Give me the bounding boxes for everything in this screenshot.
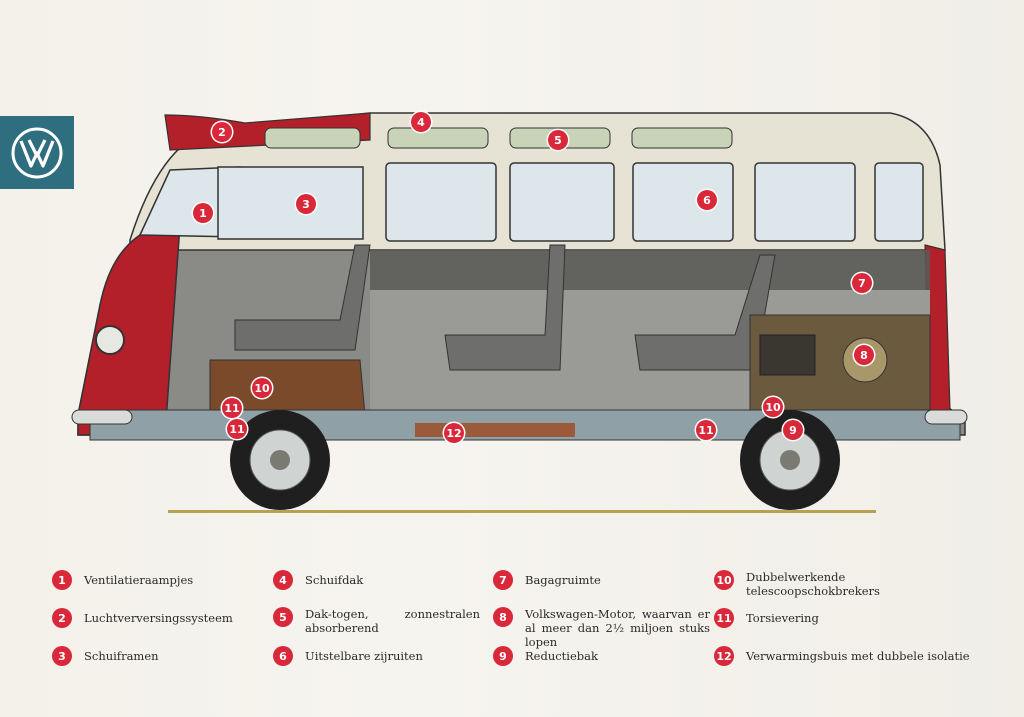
legend-item-9: 9 Reductiebak <box>493 646 705 666</box>
callout-3: 3 <box>296 194 316 214</box>
callout-1: 1 <box>193 203 213 223</box>
callout-9: 9 <box>783 420 803 440</box>
callout-11-rear: 11 <box>696 420 716 440</box>
legend-item-6: 6 Uitstelbare zijruiten <box>273 646 475 666</box>
callout-7: 7 <box>852 273 872 293</box>
callout-5: 5 <box>548 130 568 150</box>
callout-10-rear: 10 <box>763 397 783 417</box>
callout-11-front-upper: 11 <box>222 398 242 418</box>
legend-item-4: 4 Schuifdak <box>273 570 475 590</box>
legend-item-11: 11 Torsievering <box>714 608 931 628</box>
rear-wheel <box>740 410 840 510</box>
callout-11-front-lower: 11 <box>227 419 247 439</box>
legend-item-10: 10 Dubbelwerkende telescoopschokbrekers <box>714 570 931 598</box>
legend-item-8: 8 Volkswagen-Motor, waarvan er al meer d… <box>493 607 710 649</box>
callout-4: 4 <box>411 112 431 132</box>
ground-line <box>168 510 876 513</box>
legend-item-3: 3 Schuiframen <box>52 646 234 666</box>
bus-illustration <box>71 112 968 510</box>
callout-6: 6 <box>697 190 717 210</box>
legend: 1 Ventilatieraampjes 2 Luchtverversingss… <box>0 560 1024 680</box>
front-wheel <box>230 410 330 510</box>
vw-logo <box>0 116 74 189</box>
callout-12: 12 <box>444 423 464 443</box>
bus-cutaway-diagram: 1 2 3 4 5 6 7 8 9 10 11 11 11 10 12 <box>70 105 970 519</box>
callout-8: 8 <box>854 345 874 365</box>
legend-item-7: 7 Bagagruimte <box>493 570 705 590</box>
legend-item-12: 12 Verwarmingsbuis met dubbele isolatie <box>714 646 986 666</box>
vw-logo-icon <box>11 127 63 179</box>
legend-item-2: 2 Luchtverversingssysteem <box>52 608 254 628</box>
legend-item-5: 5 Dak-togen, zonnestralen absorberend <box>273 607 480 635</box>
callout-10-front: 10 <box>252 378 272 398</box>
callout-2: 2 <box>212 122 232 142</box>
legend-item-1: 1 Ventilatieraampjes <box>52 570 234 590</box>
